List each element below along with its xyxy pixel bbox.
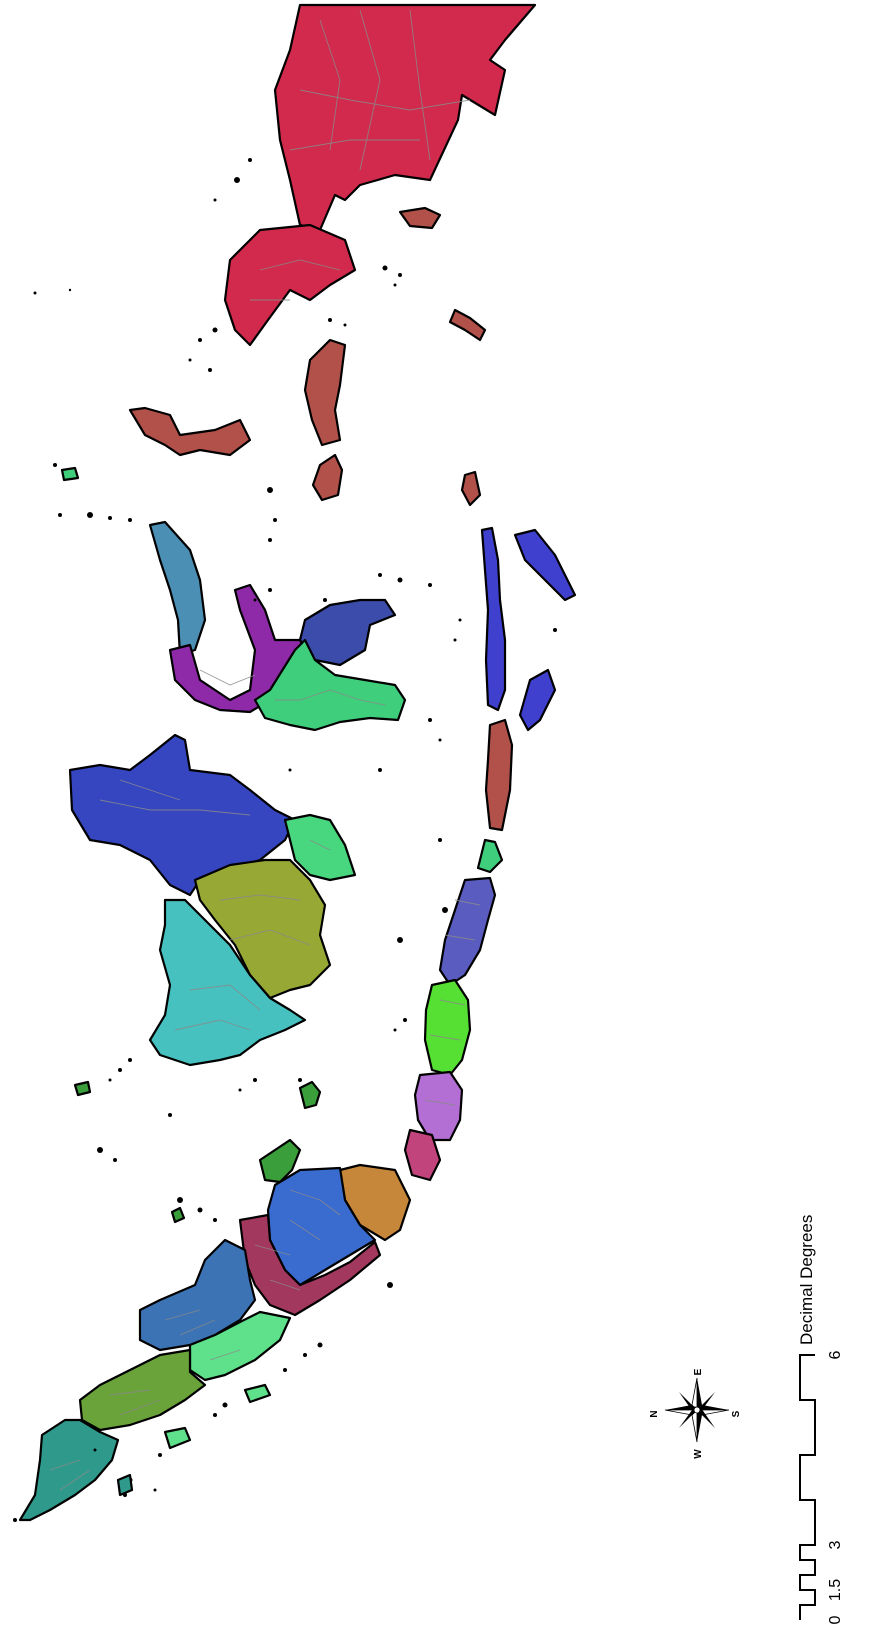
scale-tick-3: 3 (827, 1540, 844, 1549)
region-java (403, 838, 504, 1182)
region-kalimantan (68, 733, 357, 1067)
compass-star-icon (664, 1377, 730, 1443)
babel-island-2 (73, 1080, 92, 1097)
region-babel (258, 1080, 322, 1184)
sumbar-region (188, 1310, 292, 1382)
maluku-tanimbar (448, 308, 487, 342)
riau-islands (170, 1206, 186, 1224)
maluku-halmahera-west (128, 406, 252, 457)
kalteng-region (193, 858, 332, 1000)
compass-rose: N E S W (649, 1368, 742, 1458)
compass-east-label: E (693, 1368, 704, 1375)
region-papua (223, 3, 537, 347)
jabar-region (413, 1070, 464, 1142)
babel-belitung (298, 1080, 322, 1110)
banten-region (403, 1128, 442, 1182)
sulbar-arm (148, 520, 207, 657)
kalbar-region (148, 898, 307, 1067)
sumbar-mentawai (243, 1383, 272, 1404)
jatim-region (438, 876, 497, 987)
jateng-region (423, 978, 472, 1077)
kalsel-region (283, 813, 357, 882)
maluku-south-islands (460, 470, 482, 507)
aceh-simeulue (116, 1473, 134, 1497)
papua-bird-head (223, 223, 357, 347)
maluku-timor-east (484, 718, 514, 832)
compass-north-label: N (649, 1410, 660, 1417)
nt-sumba-island (513, 528, 577, 602)
babel-bangka (258, 1138, 302, 1184)
sulut-island (60, 466, 80, 482)
sulut-arm (298, 598, 397, 667)
scale-bar: 0 1.5 3 6 Decimal Degrees (797, 1215, 844, 1625)
scale-bar-line (799, 1354, 816, 1620)
sumut-nias (163, 1426, 192, 1450)
compass-south-label: S (731, 1410, 742, 1417)
papua-mainland (273, 3, 537, 232)
jambi-region (238, 1213, 382, 1317)
region-maluku (128, 206, 514, 832)
scale-tick-6: 6 (827, 1350, 844, 1359)
outlying-colored-islands (60, 466, 272, 1497)
sumut-region (78, 1348, 207, 1432)
maluku-kei (398, 206, 442, 230)
nt-bali-lombok (476, 838, 504, 874)
scale-unit-label: Decimal Degrees (797, 1215, 816, 1345)
compass-west-label: W (693, 1449, 704, 1459)
maluku-buru-island (311, 453, 344, 502)
region-sumatra (18, 1163, 412, 1522)
scale-tick-1.5: 1.5 (827, 1579, 844, 1601)
maluku-seram-island (303, 338, 347, 447)
region-nusa-tenggara (480, 526, 577, 732)
aceh-region (18, 1418, 120, 1522)
nt-timor-island (518, 668, 557, 732)
scale-tick-0: 0 (827, 1615, 844, 1624)
nt-flores-chain (480, 526, 507, 712)
region-sulawesi (148, 520, 407, 732)
riau-region (138, 1238, 257, 1352)
sulsel-arm (253, 638, 407, 732)
